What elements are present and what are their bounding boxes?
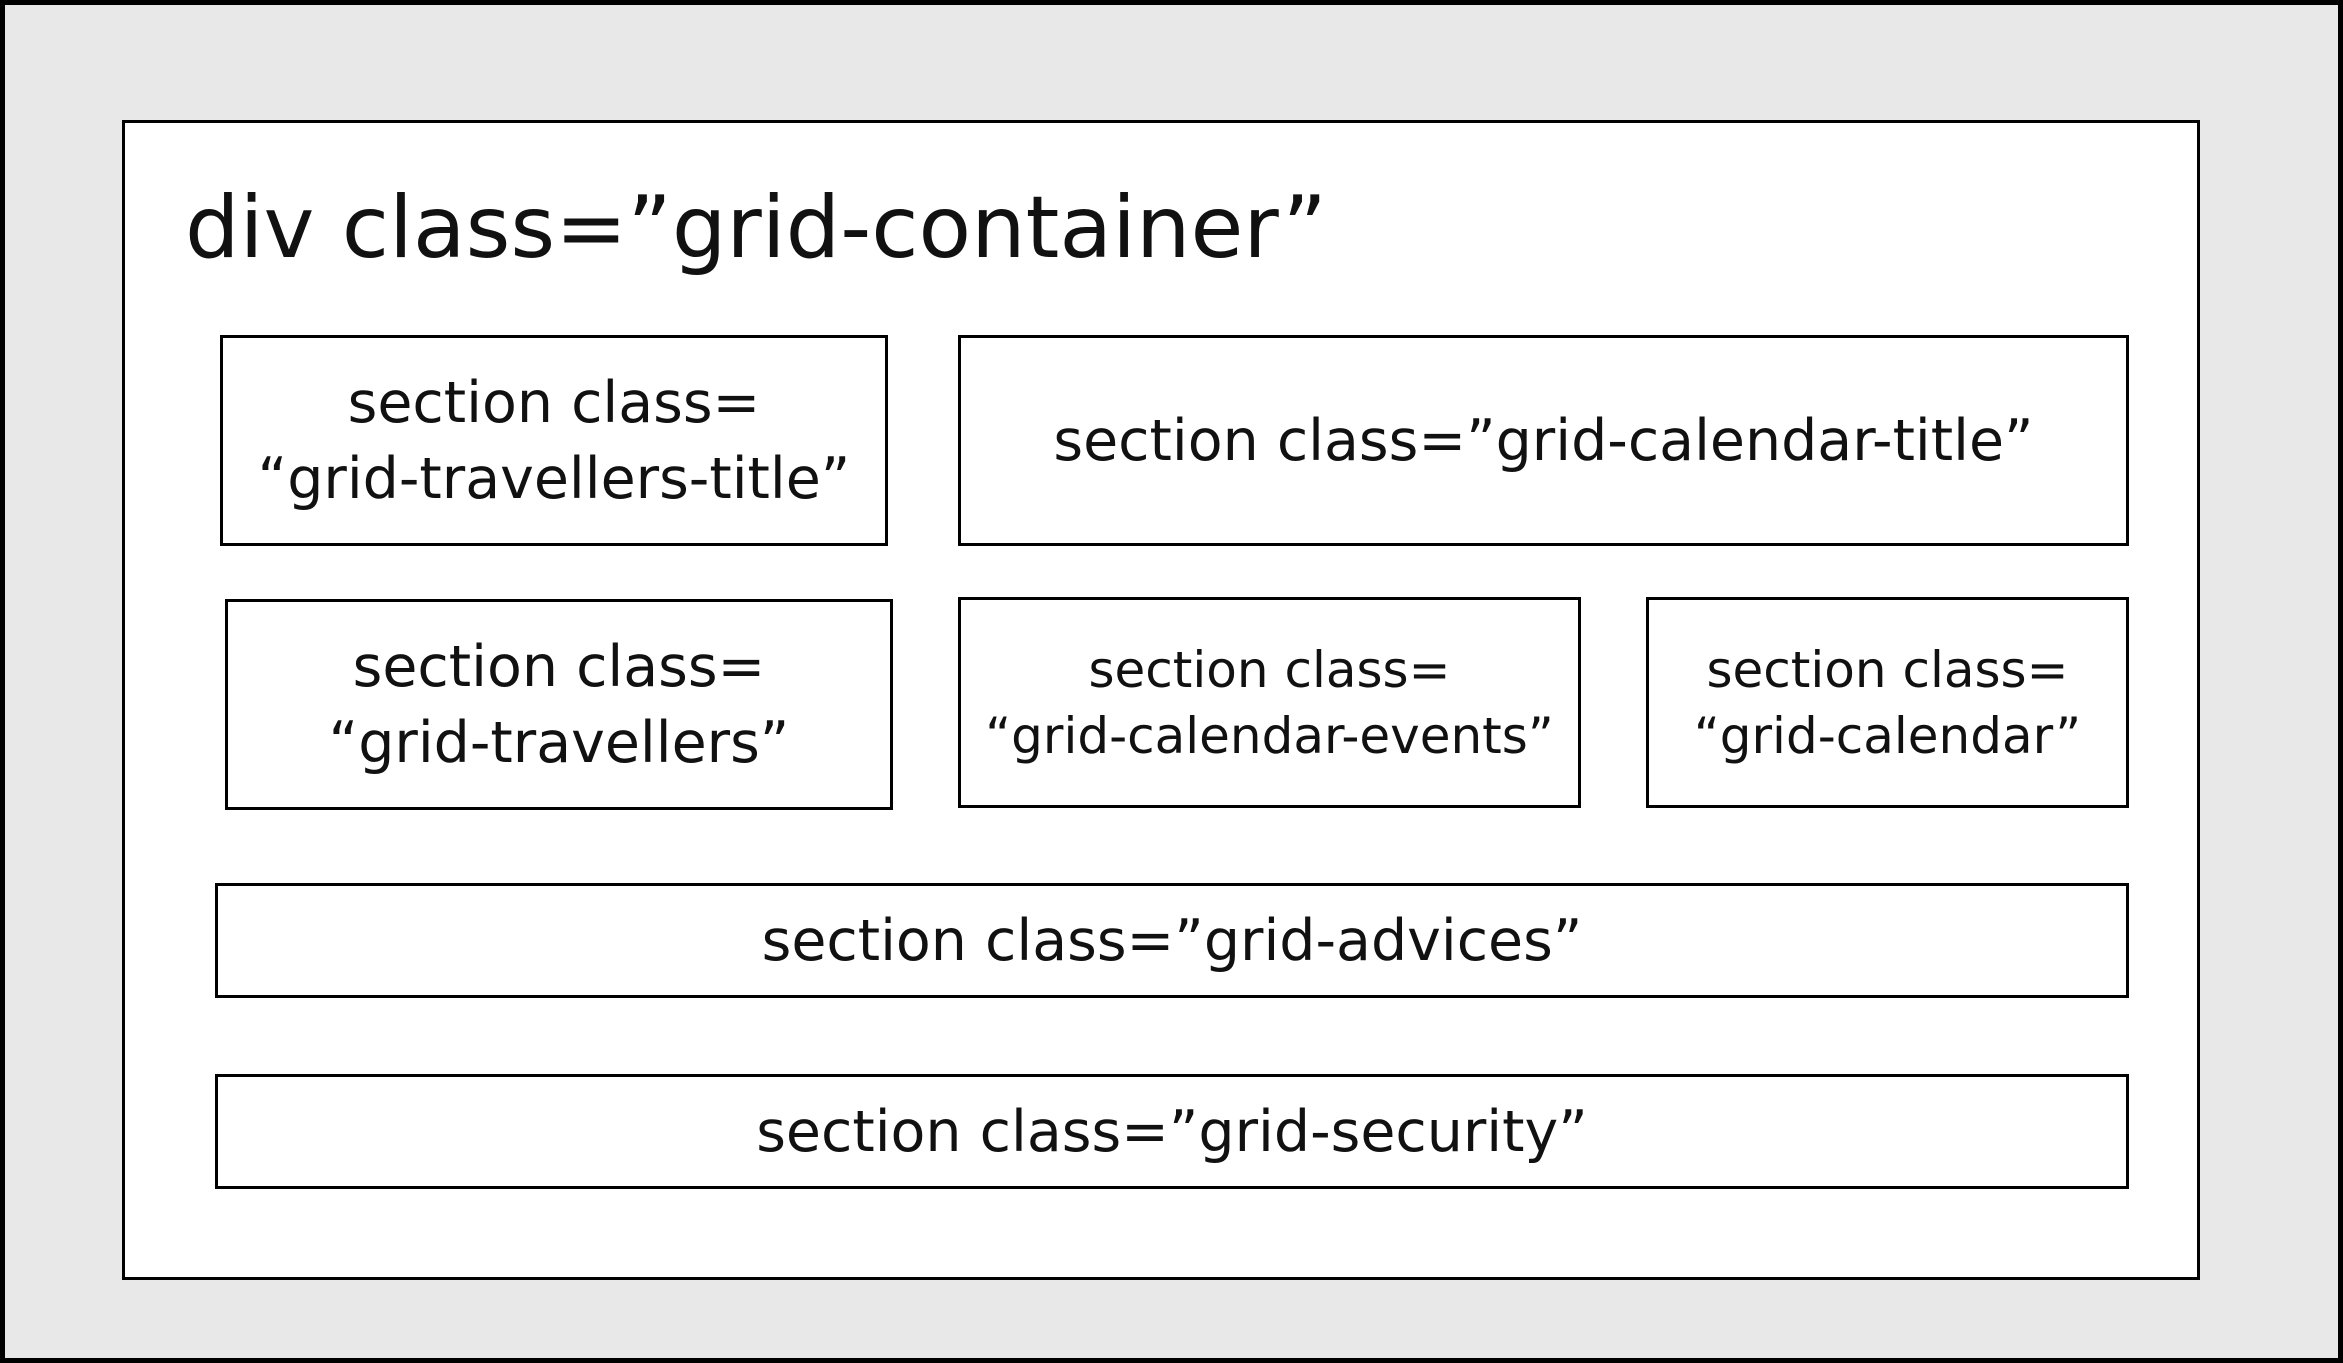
section-grid-security: section class=”grid-security” xyxy=(215,1074,2129,1189)
section-label-line-1: section class= xyxy=(352,633,766,700)
section-grid-travellers: section class= “grid-travellers” xyxy=(225,599,893,810)
section-grid-advices: section class=”grid-advices” xyxy=(215,883,2129,998)
section-label: section class=”grid-advices” xyxy=(761,907,1583,974)
section-label: section class=”grid-security” xyxy=(756,1098,1588,1165)
grid-container-label: div class=”grid-container” xyxy=(185,178,1327,278)
section-grid-calendar-title: section class=”grid-calendar-title” xyxy=(958,335,2129,546)
section-label: section class=”grid-calendar-title” xyxy=(1053,407,2034,474)
section-label-line-1: section class= xyxy=(347,369,761,436)
section-grid-calendar-events: section class= “grid-calendar-events” xyxy=(958,597,1581,808)
section-grid-travellers-title: section class= “grid-travellers-title” xyxy=(220,335,888,546)
section-label-line-1: section class= xyxy=(1706,640,2069,699)
section-label-line-2: “grid-travellers-title” xyxy=(257,445,851,512)
section-label-line-2: “grid-calendar-events” xyxy=(985,706,1554,765)
section-label-line-2: “grid-travellers” xyxy=(328,709,790,776)
section-label-line-1: section class= xyxy=(1088,640,1451,699)
section-grid-calendar: section class= “grid-calendar” xyxy=(1646,597,2129,808)
section-label-line-2: “grid-calendar” xyxy=(1693,706,2082,765)
